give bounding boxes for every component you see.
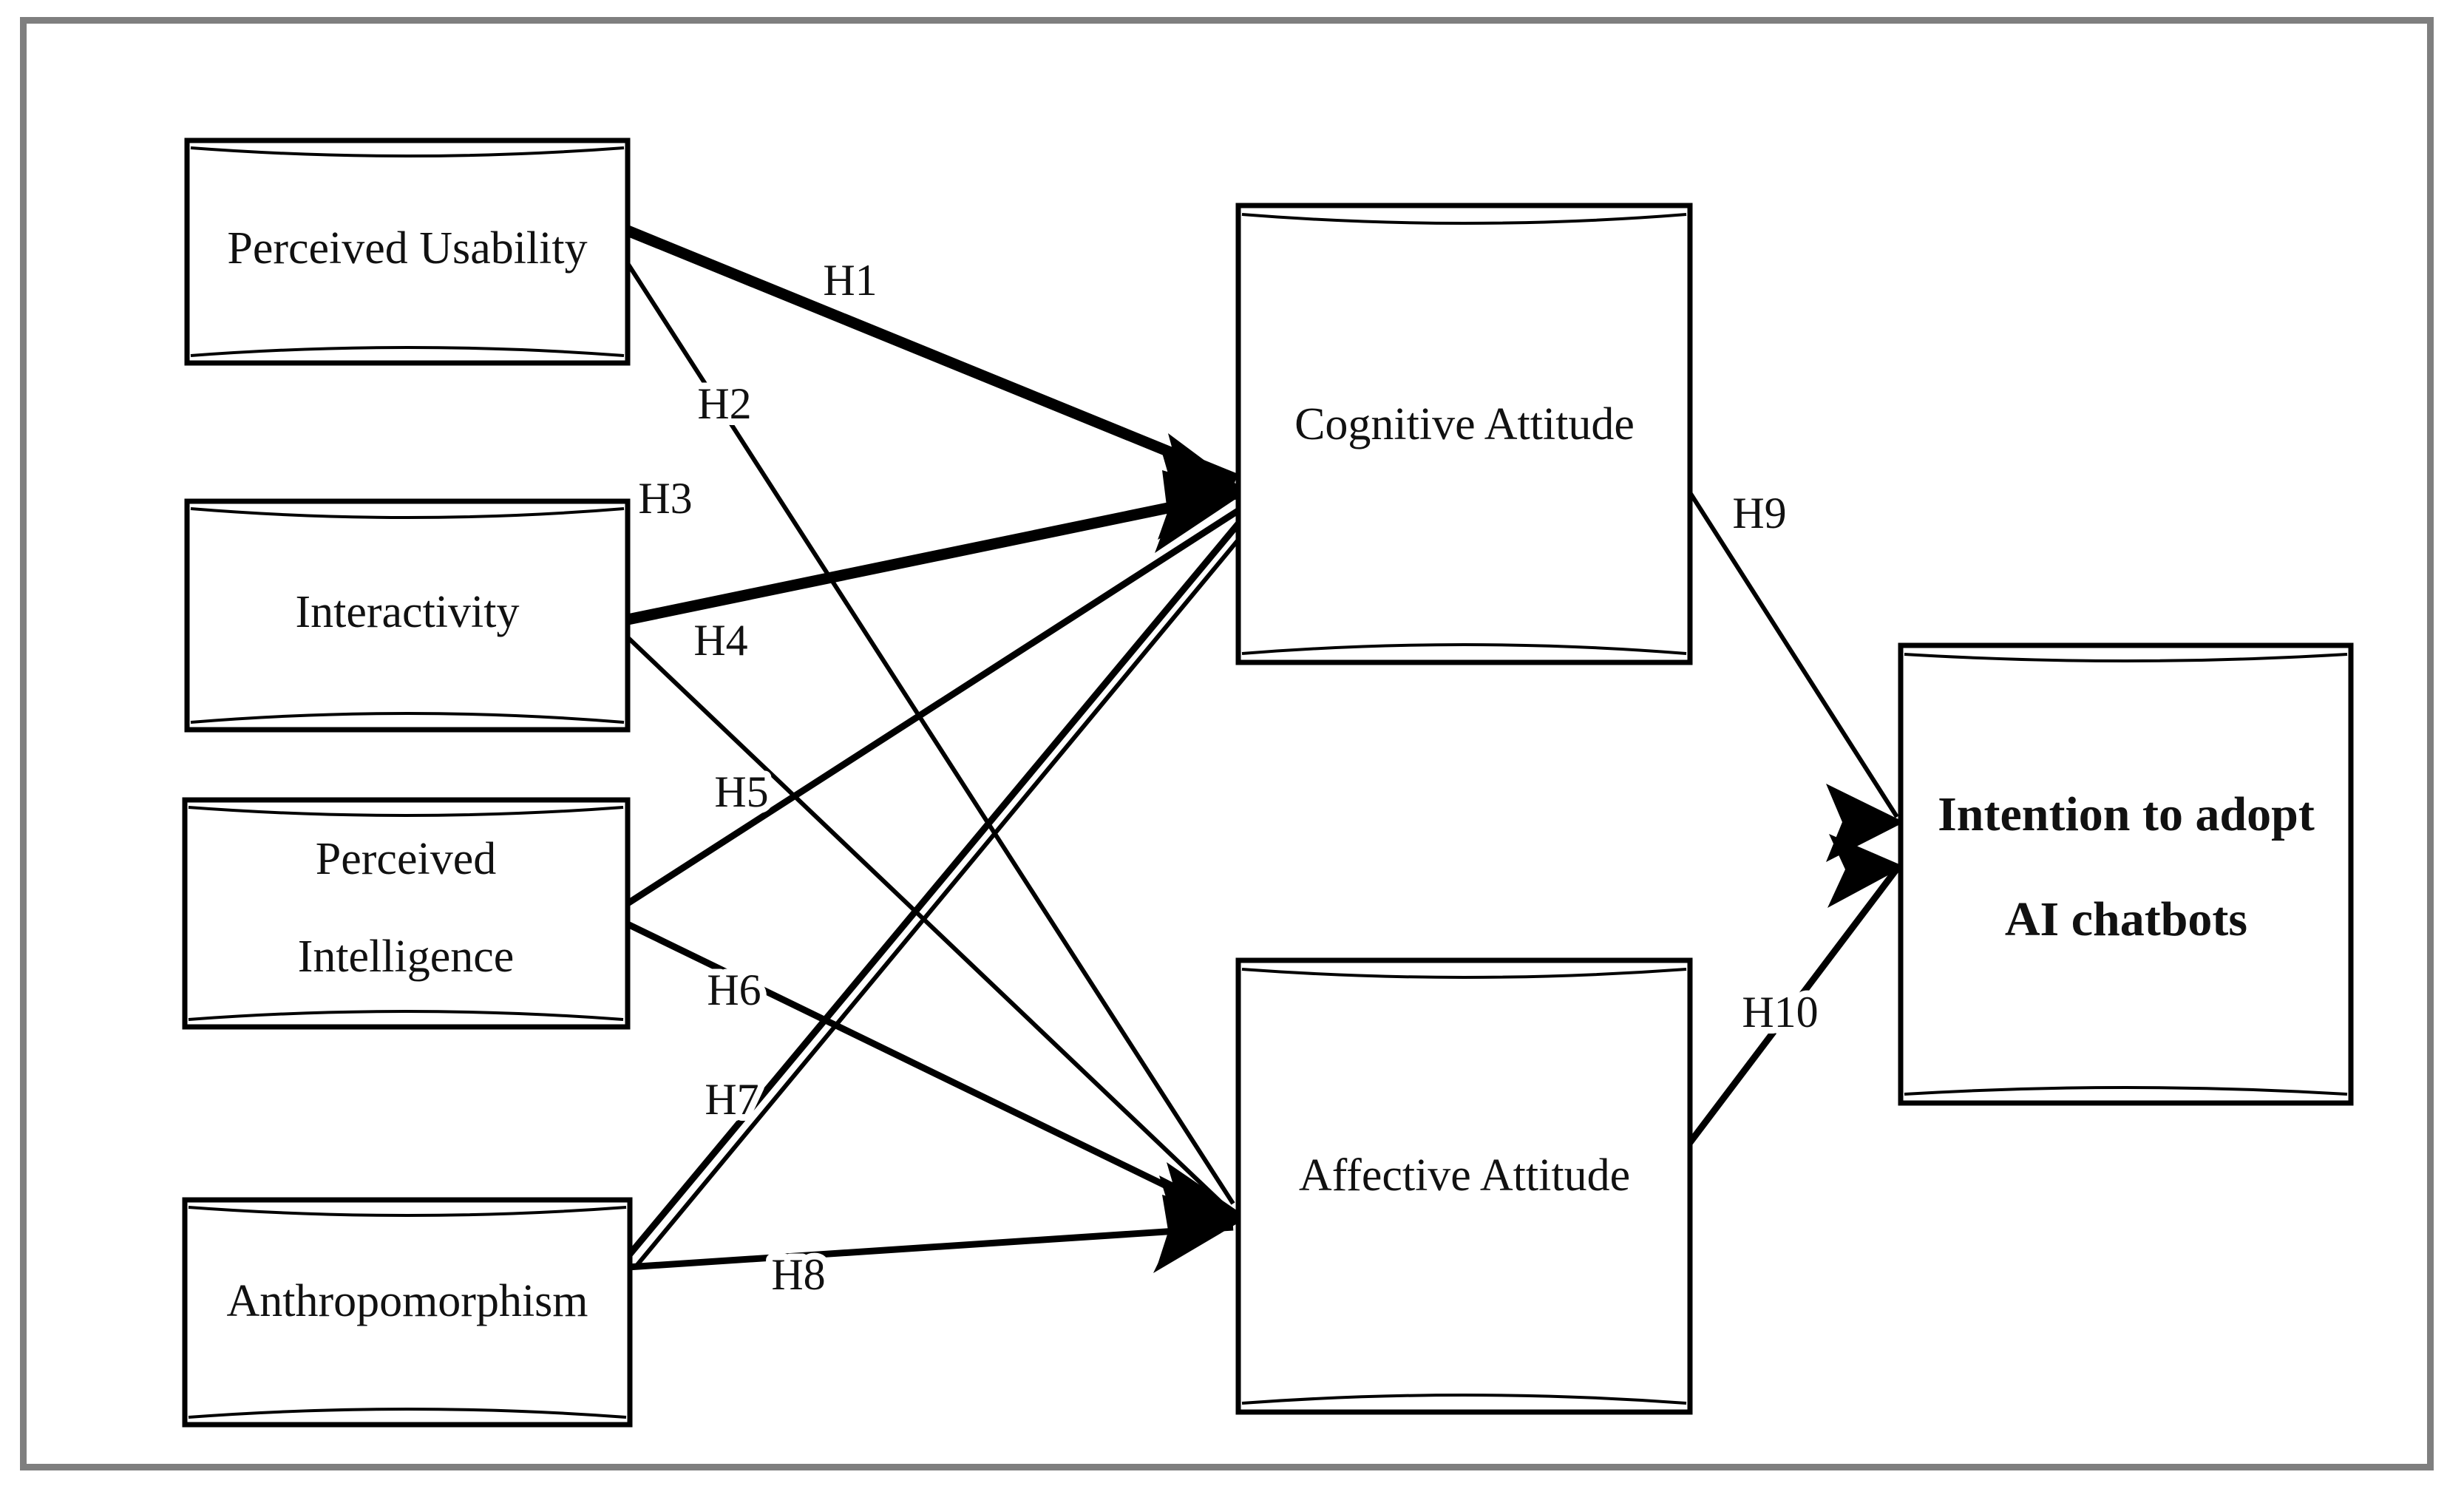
svg-text:Intelligence: Intelligence	[298, 932, 515, 982]
edge-label-H5: H5	[714, 767, 768, 816]
node-label-affective-attitude: Affective Attitude	[1299, 1150, 1630, 1201]
edge-label-H7: H7	[705, 1075, 758, 1124]
node-anthropomorphism[interactable]: Anthropomorphism	[182, 1197, 633, 1428]
edge-H6	[626, 920, 1235, 1222]
node-affective-attitude[interactable]: Affective Attitude	[1235, 957, 1693, 1415]
edge-H1	[625, 225, 1238, 484]
node-label-perceived-intelligence-line2: Intelligence	[298, 932, 515, 982]
node-label-intention-line2: AI chatbots	[2005, 892, 2247, 946]
node-label-intention-line1: Intention to adopt	[1938, 787, 2315, 841]
edge-label-H10: H10	[1742, 988, 1818, 1037]
node-label-cognitive-attitude: Cognitive Attitude	[1294, 399, 1635, 449]
edge-H3	[626, 488, 1238, 625]
edge-label-H4: H4	[693, 616, 747, 665]
edge-label-H6: H6	[707, 966, 761, 1014]
edge-H2	[622, 257, 1235, 1205]
node-label-interactivity: Interactivity	[296, 587, 520, 637]
edge-H10	[1681, 866, 1900, 1153]
node-label-perceived-intelligence-line1: Perceived	[316, 834, 496, 884]
svg-text:Perceived: Perceived	[316, 834, 496, 884]
edge-label-H9: H9	[1732, 489, 1786, 537]
edge-H4	[625, 635, 1234, 1215]
edge-H9	[1685, 486, 1899, 818]
node-label-anthropomorphism: Anthropomorphism	[226, 1276, 588, 1326]
node-perceived-intelligence[interactable]: Perceived Intelligence	[182, 797, 631, 1030]
edge-H8	[627, 1224, 1234, 1271]
edge-label-H3: H3	[638, 474, 692, 523]
node-intention-to-adopt[interactable]: Intention to adopt AI chatbots	[1898, 642, 2354, 1106]
arrowhead-cluster-cognitive	[1155, 433, 1243, 553]
node-cognitive-attitude[interactable]: Cognitive Attitude	[1235, 203, 1693, 665]
arrowhead-cluster-intention	[1826, 784, 1904, 908]
edge-label-H1: H1	[823, 256, 877, 305]
node-perceived-usability[interactable]: Perceived Usability	[184, 138, 631, 366]
node-interactivity[interactable]: Interactivity	[184, 498, 631, 733]
edge-H7	[625, 515, 1252, 1267]
arrowhead-cluster-affective	[1153, 1162, 1243, 1273]
node-label-perceived-usability: Perceived Usability	[227, 223, 587, 274]
edge-H5	[625, 507, 1241, 906]
svg-text:AI chatbots: AI chatbots	[2005, 892, 2247, 946]
edge-label-H2: H2	[697, 379, 751, 428]
edge-label-H8: H8	[771, 1250, 825, 1299]
svg-text:Intention to adopt: Intention to adopt	[1938, 787, 2315, 841]
